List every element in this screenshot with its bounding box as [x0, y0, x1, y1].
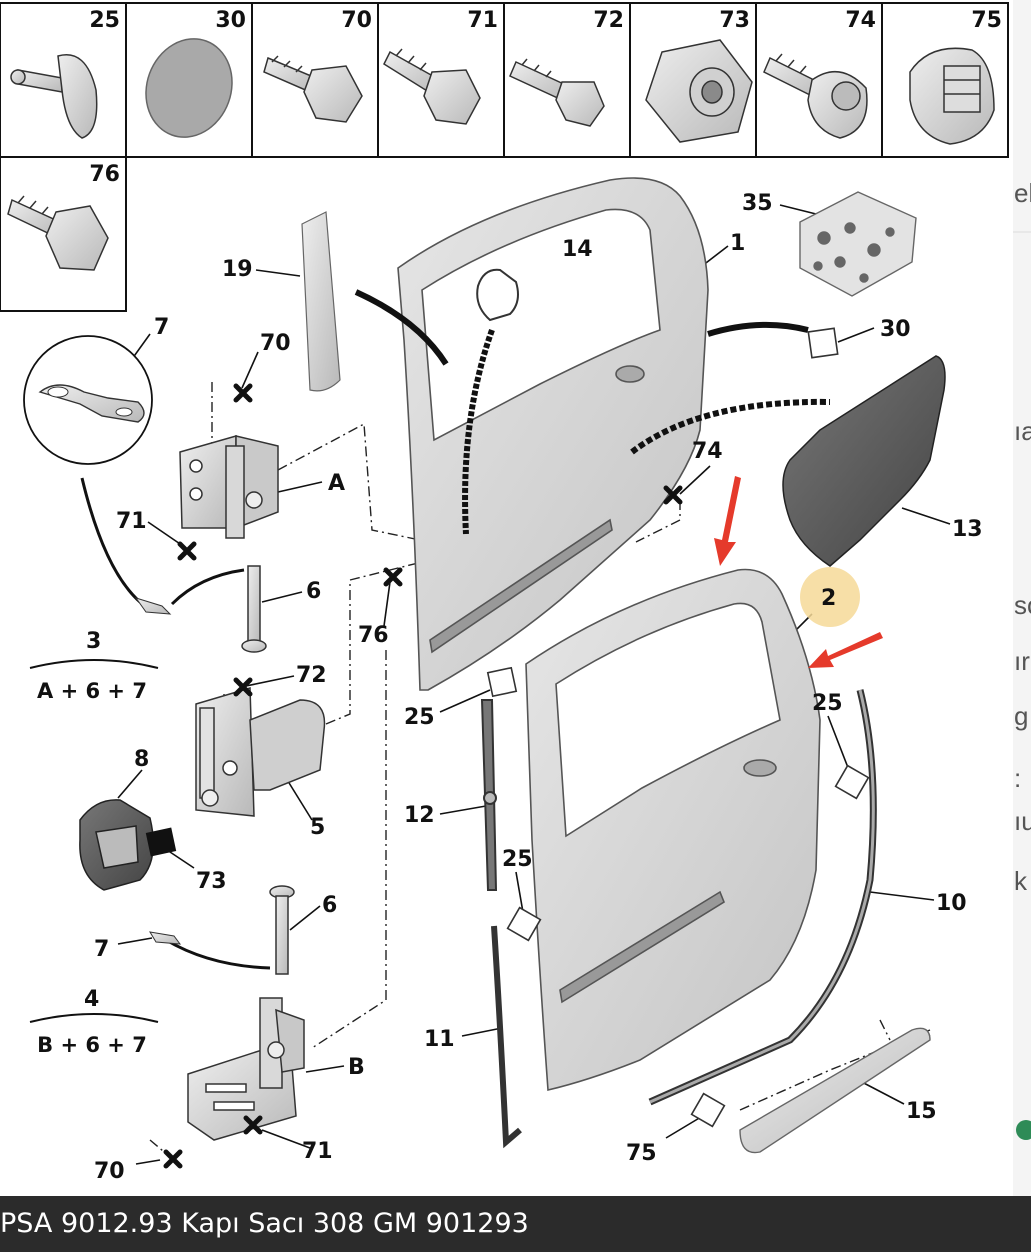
callout-6: 6 [322, 893, 337, 918]
fragment-text: g [1014, 701, 1028, 731]
clip-25-icon [10, 54, 98, 139]
fastener-legend [0, 2, 1009, 312]
caption-bar: PSA 9012.93 Kapı Sacı 308 GM 901293 [0, 1196, 1031, 1252]
callout-1: 1 [730, 231, 745, 256]
callout-72: 72 [296, 663, 327, 688]
seal-11-part [491, 925, 522, 1149]
detail-circle-7 [23, 335, 153, 465]
brace-4 [29, 1013, 159, 1023]
callout-73: 73 [196, 869, 227, 894]
channel-12-part [480, 699, 498, 891]
legend-label: 25 [89, 8, 120, 33]
callout-4: 4 [84, 987, 99, 1012]
nut-73-icon [645, 39, 753, 143]
hinge-5-part [195, 687, 326, 817]
fragment-text: k [1014, 866, 1028, 896]
callout-75: 75 [626, 1141, 657, 1166]
screw-72-icon [509, 58, 605, 127]
spring-small [134, 597, 172, 615]
hinge-A-part [179, 435, 279, 539]
parts-diagram: ek ıa sc ır g : ıu k 25 30 70 71 72 73 7… [0, 0, 1031, 1196]
callout-13: 13 [952, 517, 983, 542]
callout-15: 15 [906, 1099, 937, 1124]
callout-7: 7 [154, 315, 169, 340]
callout-5: 5 [310, 815, 325, 840]
seal-14-part [476, 268, 519, 322]
fragment-text: ek [1014, 178, 1031, 208]
callout-12: 12 [404, 803, 435, 828]
image-caption: PSA 9012.93 Kapı Sacı 308 GM 901293 [0, 1208, 529, 1239]
legend-label: 76 [89, 162, 120, 187]
insulator-13-part [782, 355, 946, 567]
fragment-text: ır [1014, 646, 1030, 676]
callout-25: 25 [502, 847, 533, 872]
callout-10: 10 [936, 891, 967, 916]
link-curve [80, 477, 141, 604]
callout-8: 8 [134, 747, 149, 772]
cross-markers [163, 383, 683, 1169]
screw-76-icon [7, 195, 109, 271]
callout-19: 19 [222, 257, 253, 282]
callout-A: A [328, 471, 345, 496]
callout-71: 71 [302, 1139, 333, 1164]
red-arrows [714, 476, 883, 668]
legend-label: 72 [593, 8, 624, 33]
pin-6-low [269, 885, 295, 975]
callout-11: 11 [424, 1027, 455, 1052]
formula-4: B + 6 + 7 [37, 1033, 147, 1057]
pin-6-mid [241, 565, 267, 653]
callout-3: 3 [86, 629, 101, 654]
seal-curves [354, 289, 831, 535]
legend-label: 70 [341, 8, 372, 33]
callout-7: 7 [94, 937, 109, 962]
callout-labels: 7 70 19 14 1 35 30 A 71 6 74 13 2 3 72 7… [84, 191, 983, 1184]
callout-25: 25 [404, 705, 435, 730]
legend-label: 73 [719, 8, 750, 33]
brace-3 [29, 659, 159, 669]
clip-75-icon [909, 47, 995, 145]
legend-label: 74 [845, 8, 876, 33]
hinge-B-part [187, 997, 305, 1141]
screw-70-icon [263, 55, 363, 123]
fragment-text: sc [1014, 590, 1031, 620]
callout-70: 70 [94, 1159, 125, 1184]
link-curve [165, 938, 271, 970]
moulding-15-part [739, 1027, 931, 1154]
background-page-strip [1013, 0, 1031, 1196]
nut-73-square [145, 827, 177, 857]
callout-76: 76 [358, 623, 389, 648]
screw-74-icon [763, 53, 868, 139]
callout-71: 71 [116, 509, 147, 534]
door-shell-2 [525, 568, 821, 1091]
fragment-text: ıu [1014, 806, 1031, 836]
callout-6: 6 [306, 579, 321, 604]
partial-green-icon [1016, 1120, 1031, 1140]
callout-74: 74 [692, 439, 723, 464]
fragment-text: : [1014, 763, 1021, 793]
highlight-circle [800, 567, 860, 627]
fragment-text: ıa [1014, 416, 1031, 446]
spring-small-low [149, 931, 182, 945]
legend-label: 71 [467, 8, 498, 33]
callout-25: 25 [812, 691, 843, 716]
callout-70: 70 [260, 331, 291, 356]
legend-label: 75 [971, 8, 1002, 33]
bumper-8-part [79, 799, 155, 891]
legend-label: 30 [215, 8, 246, 33]
plug-30-square [807, 327, 839, 359]
plug-30-icon [145, 38, 233, 138]
door-shell-1 [397, 177, 709, 691]
callout-30: 30 [880, 317, 911, 342]
callout-35: 35 [742, 191, 773, 216]
strip-19-part [301, 211, 341, 392]
callout-14: 14 [562, 237, 593, 262]
pad-35-part [799, 191, 917, 297]
callout-2: 2 [821, 586, 836, 611]
clip-squares [486, 666, 870, 1128]
screw-71-icon [383, 48, 481, 125]
link-curve [170, 568, 245, 606]
callout-B: B [348, 1055, 365, 1080]
formula-3: A + 6 + 7 [37, 679, 147, 703]
